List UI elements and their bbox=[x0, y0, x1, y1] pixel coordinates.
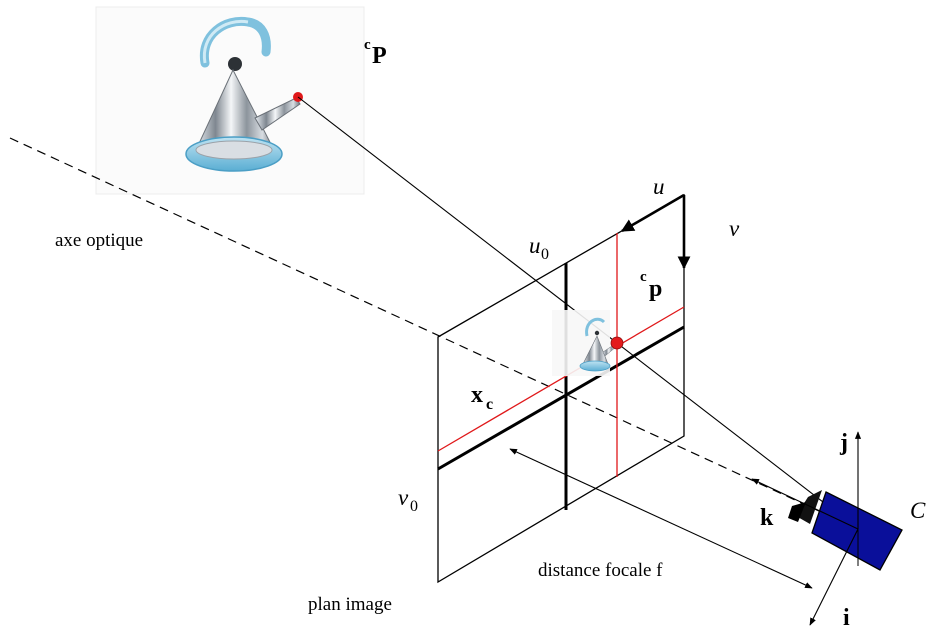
world-point-label: c P bbox=[364, 37, 387, 69]
image-point-label: c p bbox=[640, 269, 662, 302]
svg-text:c: c bbox=[364, 37, 371, 53]
svg-text:x: x bbox=[471, 382, 483, 408]
image-plane-label: plan image bbox=[308, 594, 392, 615]
camera-center-label: C bbox=[910, 498, 926, 523]
focal-distance-label: distance focale f bbox=[538, 560, 663, 581]
kettle-photo-icon bbox=[95, 6, 365, 195]
svg-text:0: 0 bbox=[410, 498, 418, 515]
svg-text:c: c bbox=[640, 269, 647, 285]
xc-label: x c bbox=[471, 382, 493, 413]
k-axis-label: k bbox=[760, 505, 774, 531]
u-axis-arrow bbox=[620, 193, 685, 233]
i-axis-arrow bbox=[809, 528, 859, 626]
svg-text:u: u bbox=[529, 233, 541, 258]
svg-text:p: p bbox=[649, 276, 662, 302]
optical-axis-line bbox=[9, 137, 859, 530]
v0-label: v 0 bbox=[398, 485, 418, 515]
j-axis-label: j bbox=[839, 430, 848, 456]
u0-label: u 0 bbox=[529, 233, 549, 263]
projected-point bbox=[610, 336, 624, 350]
svg-text:0: 0 bbox=[541, 246, 549, 263]
v-axis-label: v bbox=[729, 216, 740, 241]
principal-horizontal-line bbox=[437, 325, 685, 471]
camera-icon bbox=[788, 490, 903, 571]
projection-horizontal-line bbox=[437, 306, 685, 452]
kettle-thumbnail-icon bbox=[552, 310, 617, 376]
svg-text:c: c bbox=[486, 396, 493, 413]
svg-text:P: P bbox=[372, 43, 387, 69]
u-axis-label: u bbox=[653, 174, 665, 199]
focal-distance-arrow bbox=[509, 448, 813, 589]
k-axis-arrow bbox=[751, 478, 859, 530]
optical-axis-label: axe optique bbox=[55, 230, 143, 251]
image-plane bbox=[437, 193, 685, 584]
svg-text:v: v bbox=[398, 485, 409, 510]
i-axis-label: i bbox=[843, 605, 850, 631]
